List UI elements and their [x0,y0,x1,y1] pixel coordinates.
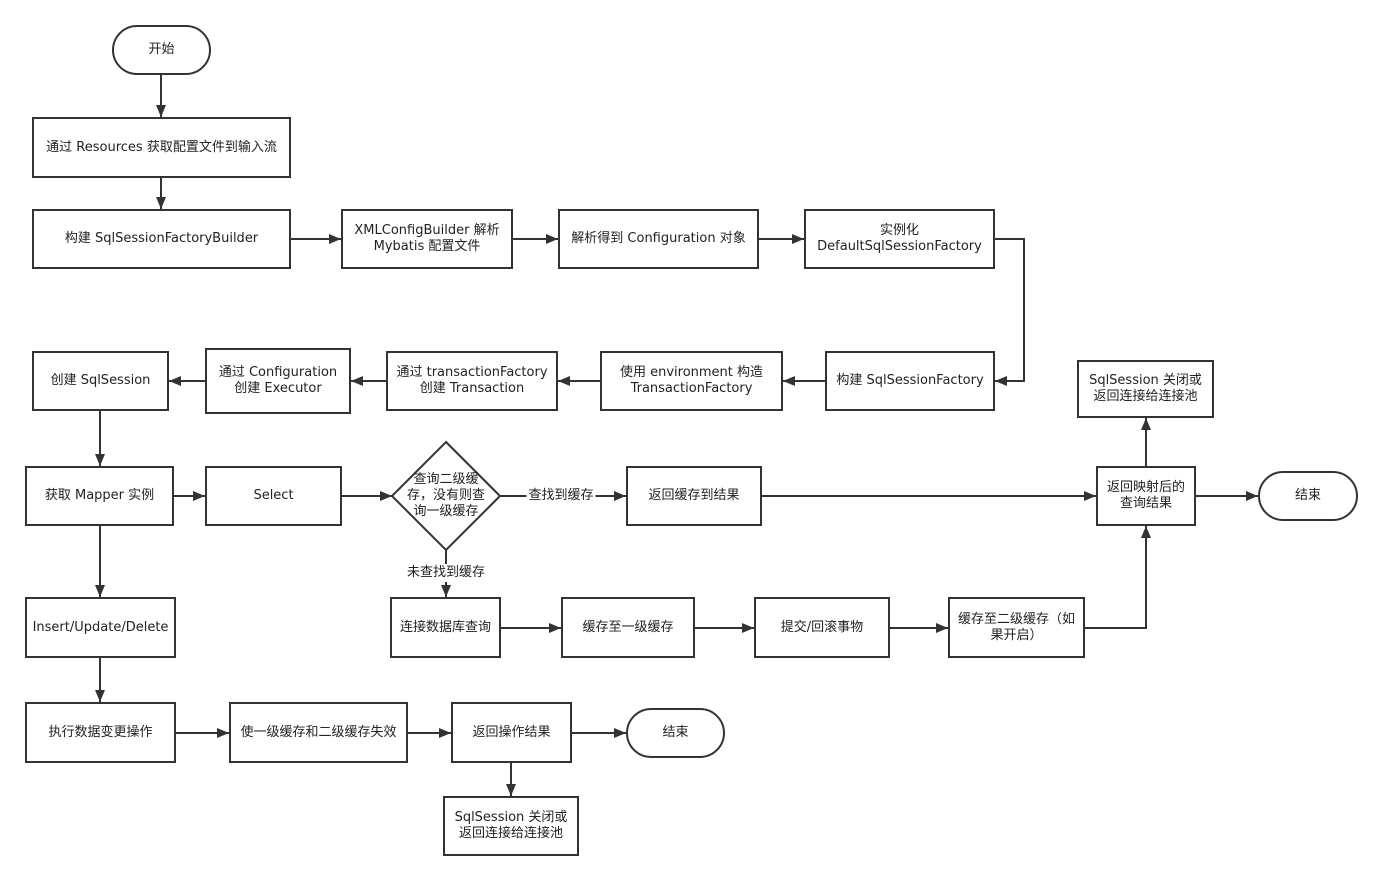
node-label-line-1: 返回映射后的 [1106,480,1185,495]
decision-cache-check-label: 查询二级缓 存，没有则查 询一级缓存 [396,472,496,520]
node-label-line-1: SqlSession 关闭或 [454,810,568,825]
node-label-line-2: TransactionFactory [630,381,753,396]
node-label-line-2: 创建 Executor [234,381,322,396]
edge-cache-l2-to-return-mapped [1085,526,1151,629]
node-cache-l1: 缓存至一级缓存 [561,597,695,658]
node-label-line-2: 果开启） [990,627,1043,643]
node-build-factory: 构建 SqlSessionFactory [825,351,995,411]
node-build-builder: 构建 SqlSessionFactoryBuilder [32,209,291,269]
node-create-executor: 通过 Configuration 创建 Executor [205,348,351,414]
node-label-line-2: Mybatis 配置文件 [373,239,481,254]
node-label-line-2: DefaultSqlSessionFactory [817,239,982,254]
node-label: 获取 Mapper 实例 [44,488,155,503]
node-label-line-1: 使用 environment 构造 [619,365,764,380]
node-insert-update-delete: Insert/Update/Delete [25,597,176,658]
node-end-query: 结束 [1258,471,1358,521]
node-label: 连接数据库查询 [399,619,491,635]
node-end-change: 结束 [626,708,725,758]
node-label-line-1: 通过 transactionFactory [396,365,548,380]
node-select: Select [205,466,342,526]
decision-label-line-3: 询一级缓存 [413,504,479,519]
node-label-line-2: 返回连接给连接池 [458,826,563,841]
decision-diamond-shape [390,440,502,552]
node-label-line-1: 缓存至二级缓存（如 [957,611,1075,627]
node-return-mapped: 返回映射后的 查询结果 [1096,466,1196,526]
node-label: 开始 [148,42,175,57]
node-label-line-1: SqlSession 关闭或 [1089,373,1202,388]
node-label-line-2: 查询结果 [1119,496,1172,511]
node-label: 缓存至一级缓存 [582,619,674,635]
node-commit-rollback: 提交/回滚事物 [754,597,890,658]
node-return-result: 返回操作结果 [451,702,572,763]
node-label-line-1: XMLConfigBuilder 解析 [354,223,500,238]
node-label: 返回缓存到结果 [648,488,740,503]
node-label-line-1: 通过 Configuration [218,365,338,380]
node-transaction-factory: 使用 environment 构造 TransactionFactory [600,351,783,411]
node-label-line-2: 创建 Transaction [419,381,525,396]
node-label: 返回操作结果 [472,724,551,740]
node-label: 执行数据变更操作 [48,724,153,740]
node-label: 提交/回滚事物 [780,619,864,635]
node-db-query: 连接数据库查询 [390,597,501,658]
node-close-session-query: SqlSession 关闭或 返回连接给连接池 [1077,360,1214,418]
edge-instantiate-factory-to-build-factory [995,238,1025,386]
node-label: 解析得到 Configuration 对象 [571,231,746,246]
node-cache-l2: 缓存至二级缓存（如 果开启） [948,597,1085,658]
node-close-session-change: SqlSession 关闭或 返回连接给连接池 [443,796,579,856]
node-create-transaction: 通过 transactionFactory 创建 Transaction [386,351,558,411]
edge-label-cache-miss: 未查找到缓存 [404,564,488,582]
node-label-line-2: 返回连接给连接池 [1093,389,1198,404]
node-label: 通过 Resources 获取配置文件到输入流 [46,139,277,155]
node-return-cache: 返回缓存到结果 [626,466,762,526]
node-label: 结束 [1294,488,1321,503]
node-start: 开始 [112,25,211,75]
node-label: Select [253,488,294,503]
node-label: 创建 SqlSession [50,373,151,388]
node-execute-change: 执行数据变更操作 [25,702,176,763]
node-label-line-1: 实例化 [879,223,919,238]
node-instantiate-factory: 实例化 DefaultSqlSessionFactory [804,209,995,269]
node-label: 构建 SqlSessionFactoryBuilder [64,231,259,246]
node-label: 构建 SqlSessionFactory [836,373,984,388]
node-label: Insert/Update/Delete [32,619,169,635]
node-xml-parse: XMLConfigBuilder 解析 Mybatis 配置文件 [341,209,513,269]
decision-label-line-2: 存，没有则查 [406,488,485,503]
edge-label-cache-hit: 查找到缓存 [526,487,596,505]
node-label: 结束 [662,725,689,740]
node-label: 使一级缓存和二级缓存失效 [240,724,397,740]
node-get-configuration: 解析得到 Configuration 对象 [558,209,759,269]
node-get-mapper: 获取 Mapper 实例 [25,466,174,526]
node-load-config: 通过 Resources 获取配置文件到输入流 [32,117,291,178]
node-invalidate-cache: 使一级缓存和二级缓存失效 [229,702,408,763]
node-create-session: 创建 SqlSession [32,351,169,411]
decision-label-line-1: 查询二级缓 [413,472,479,487]
